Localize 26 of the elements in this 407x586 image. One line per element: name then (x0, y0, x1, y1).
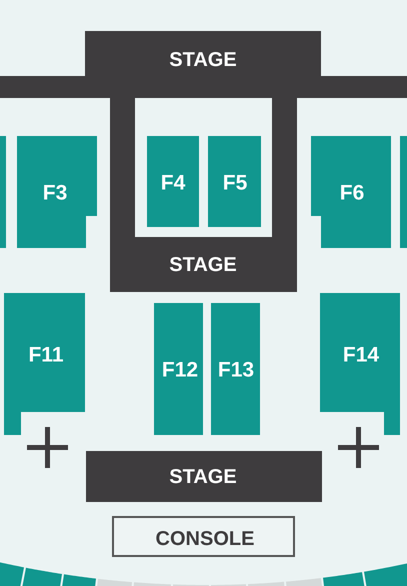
seating-section (400, 136, 407, 248)
stage (86, 451, 322, 502)
stage (110, 237, 297, 292)
seating-section (320, 293, 400, 435)
seating-section (208, 136, 261, 227)
seating-section (211, 303, 260, 435)
section-label: F3 (42, 182, 68, 204)
console-label: CONSOLE (156, 529, 254, 549)
seating-section (154, 303, 203, 435)
seating-section (147, 136, 199, 227)
section-label: F14 (342, 344, 380, 366)
seating-section (311, 136, 391, 248)
section-label: F4 (160, 172, 186, 194)
seating-section (0, 136, 6, 248)
stage (0, 31, 407, 98)
console-area (112, 516, 295, 557)
section-label: F13 (218, 360, 254, 380)
section-label: F5 (222, 172, 248, 194)
section-label: F12 (162, 360, 198, 380)
stage-label: STAGE (169, 255, 237, 275)
section-label: F11 (28, 344, 64, 366)
seating-section (4, 293, 85, 435)
stage-label: STAGE (169, 467, 237, 487)
seating-section (17, 136, 97, 248)
section-label: F6 (340, 182, 364, 204)
stage-label: STAGE (169, 50, 237, 70)
